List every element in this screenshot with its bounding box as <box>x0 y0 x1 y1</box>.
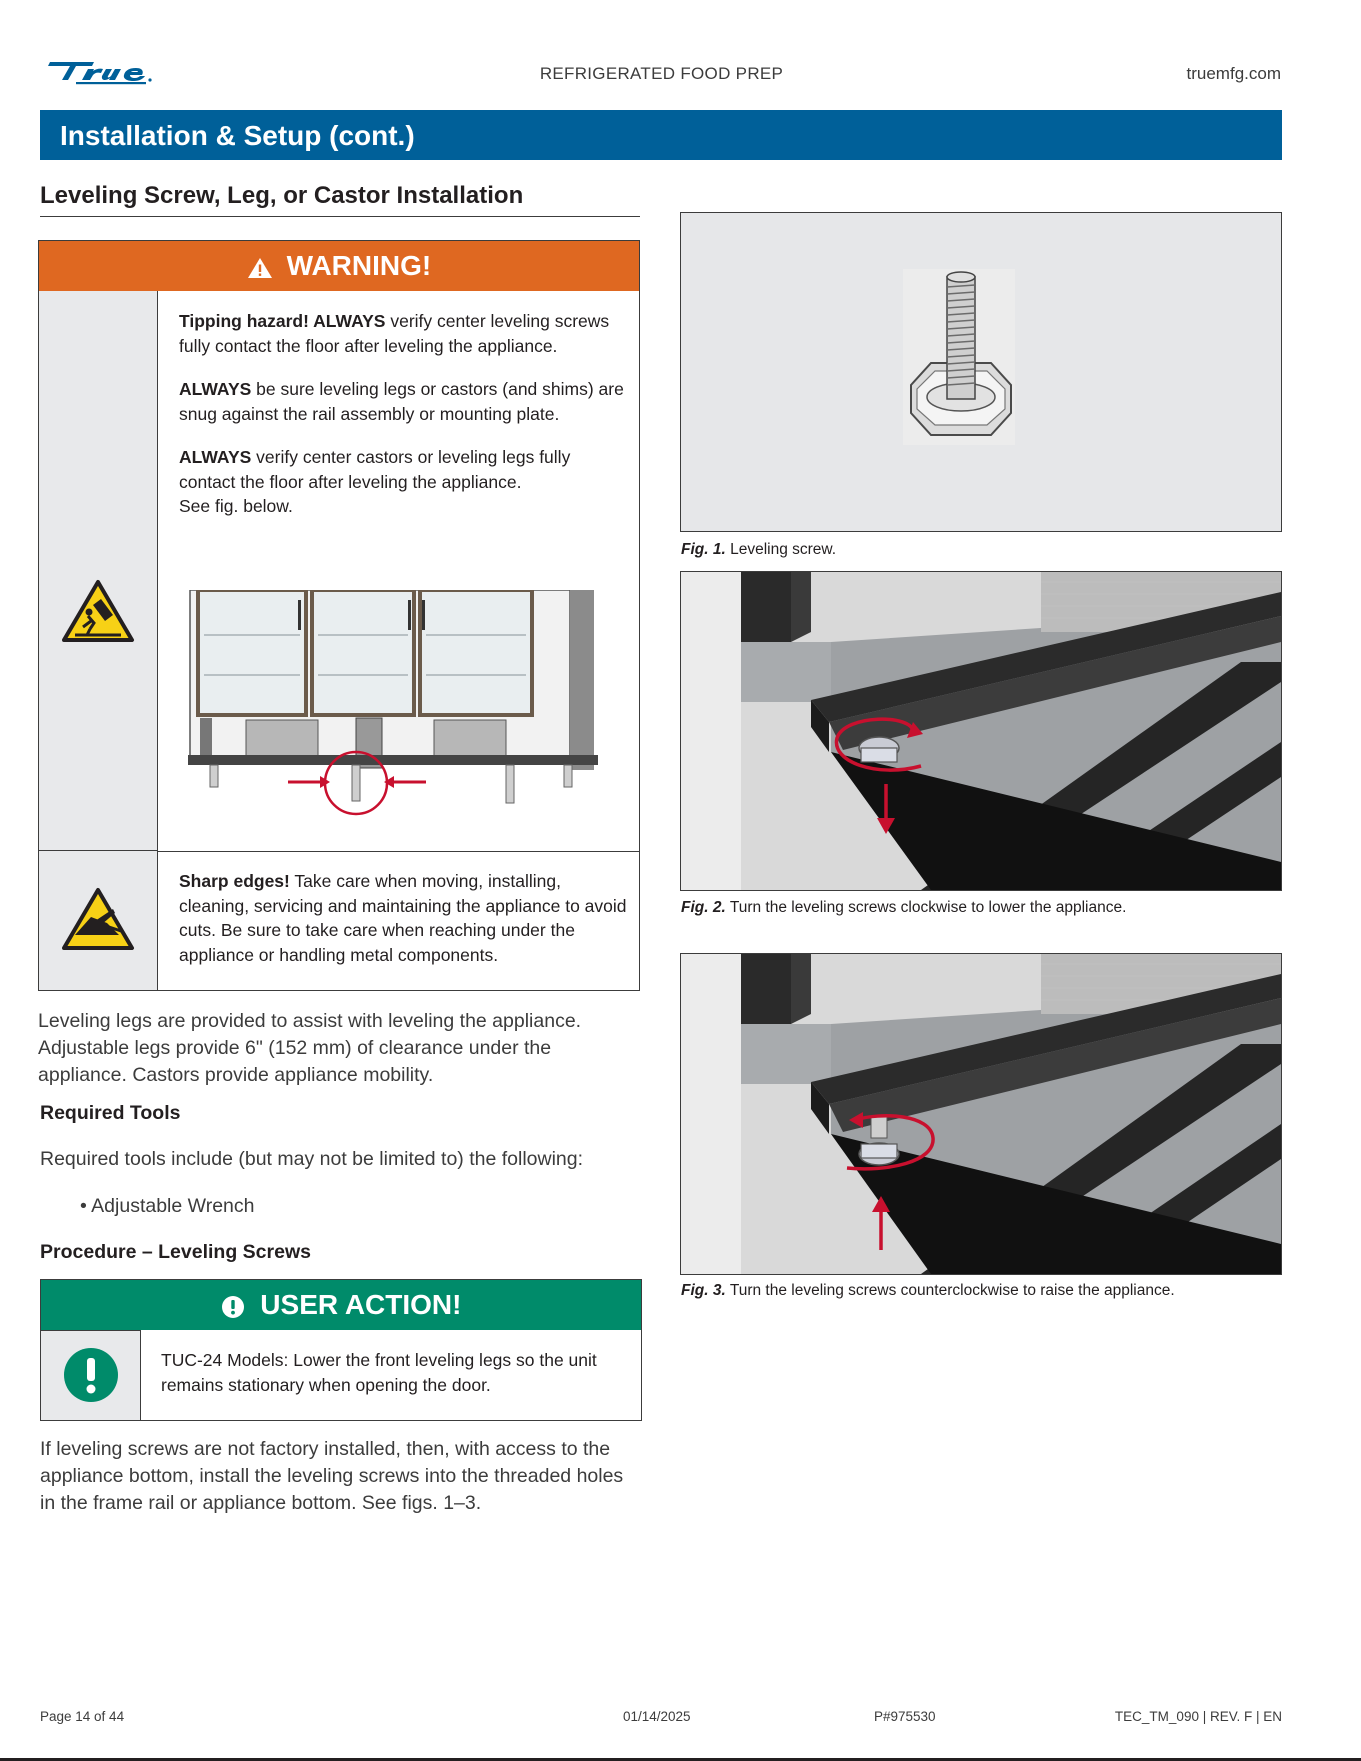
warning-triangle-icon <box>247 257 272 278</box>
section-title-bar: Installation & Setup (cont.) <box>40 110 1282 160</box>
figure-raise-appliance <box>680 953 1282 1275</box>
sharp-edges-icon-column <box>39 851 158 990</box>
footer-date: 01/14/2025 <box>623 1709 691 1724</box>
closing-paragraph: If leveling screws are not factory insta… <box>40 1438 624 1514</box>
figure-3-label: Fig. 3. <box>681 1282 726 1299</box>
warning-label: WARNING! <box>286 250 432 281</box>
figure-3-caption: Fig. 3. Turn the leveling screws counter… <box>681 1282 1175 1300</box>
procedure-heading: Procedure – Leveling Screws <box>40 1241 311 1263</box>
warning-icon-column <box>39 291 158 851</box>
cabinet-leveling-illustration <box>160 590 639 850</box>
warning-text-block: Tipping hazard! ALWAYS verify center lev… <box>179 309 629 519</box>
user-action-box: USER ACTION! TUC-24 Models: Lower the fr… <box>40 1279 642 1421</box>
figure-1-text: Leveling screw. <box>725 541 837 558</box>
header-website: truemfg.com <box>1186 64 1281 83</box>
section-heading: Leveling Screw, Leg, or Castor Installat… <box>40 182 640 217</box>
bottom-rule <box>0 1758 1361 1761</box>
sharp-edges-text: Sharp edges! Take care when moving, inst… <box>179 869 629 967</box>
leveling-screw-illustration <box>681 213 1281 531</box>
warning-p1-bold: Tipping hazard! ALWAYS <box>179 311 386 331</box>
figure-lower-appliance <box>680 571 1282 891</box>
figure-1-caption: Fig. 1. Leveling screw. <box>681 541 836 559</box>
figure-3-text: Turn the leveling screws counterclockwis… <box>725 1282 1175 1299</box>
figure-leveling-screw <box>680 212 1282 532</box>
warning-p4-text: Take care when moving, installing, clean… <box>179 871 627 965</box>
warning-p1-text: verify center leveling screws fully cont… <box>179 311 610 356</box>
warning-p3-bold: ALWAYS <box>179 447 252 467</box>
figure-2-caption: Fig. 2. Turn the leveling screws clockwi… <box>681 899 1126 917</box>
user-action-icon-column <box>41 1330 141 1420</box>
required-tools-text: Required tools include (but may not be l… <box>40 1148 584 1170</box>
warning-box: WARNING! Tipping hazard! ALWAYS verify c… <box>38 240 640 991</box>
required-tools-heading: Required Tools <box>40 1102 181 1124</box>
footer-page-number: Page 14 of 44 <box>40 1709 125 1724</box>
user-action-exclamation-icon <box>64 1348 118 1402</box>
warning-p2-bold: ALWAYS <box>179 379 252 399</box>
sharp-edges-icon <box>62 888 134 950</box>
warning-p2-text: be sure leveling legs or castors (and sh… <box>179 379 624 424</box>
true-logo <box>48 62 152 85</box>
page-title: Installation & Setup (cont.) <box>60 120 415 151</box>
warning-p4-bold: Sharp edges! <box>179 871 290 891</box>
footer-doc-id: TEC_TM_090 | REV. F | EN <box>1114 1709 1282 1724</box>
warning-header: WARNING! <box>39 241 639 291</box>
figure-2-text: Turn the leveling screws clockwise to lo… <box>725 899 1127 916</box>
tool-list-item: • Adjustable Wrench <box>80 1195 255 1217</box>
intro-paragraph: Leveling legs are provided to assist wit… <box>38 1010 582 1086</box>
figure-2-label: Fig. 2. <box>681 899 726 916</box>
figure-1-label: Fig. 1. <box>681 541 726 558</box>
tipping-hazard-icon <box>62 580 134 642</box>
user-action-text: TUC-24 Models: Lower the front leveling … <box>161 1350 597 1395</box>
warning-p3-see-fig: See fig. below. <box>179 496 293 516</box>
exclamation-circle-icon <box>221 1295 244 1318</box>
user-action-header: USER ACTION! <box>41 1280 641 1330</box>
user-action-label: USER ACTION! <box>260 1289 462 1320</box>
footer-part-number: P#975530 <box>874 1709 936 1724</box>
raise-appliance-illustration <box>681 954 1281 1274</box>
header-title: REFRIGERATED FOOD PREP <box>539 64 784 83</box>
warning-divider <box>158 851 639 852</box>
lower-appliance-illustration <box>681 572 1281 890</box>
warning-p3-text: verify center castors or leveling legs f… <box>179 447 571 492</box>
